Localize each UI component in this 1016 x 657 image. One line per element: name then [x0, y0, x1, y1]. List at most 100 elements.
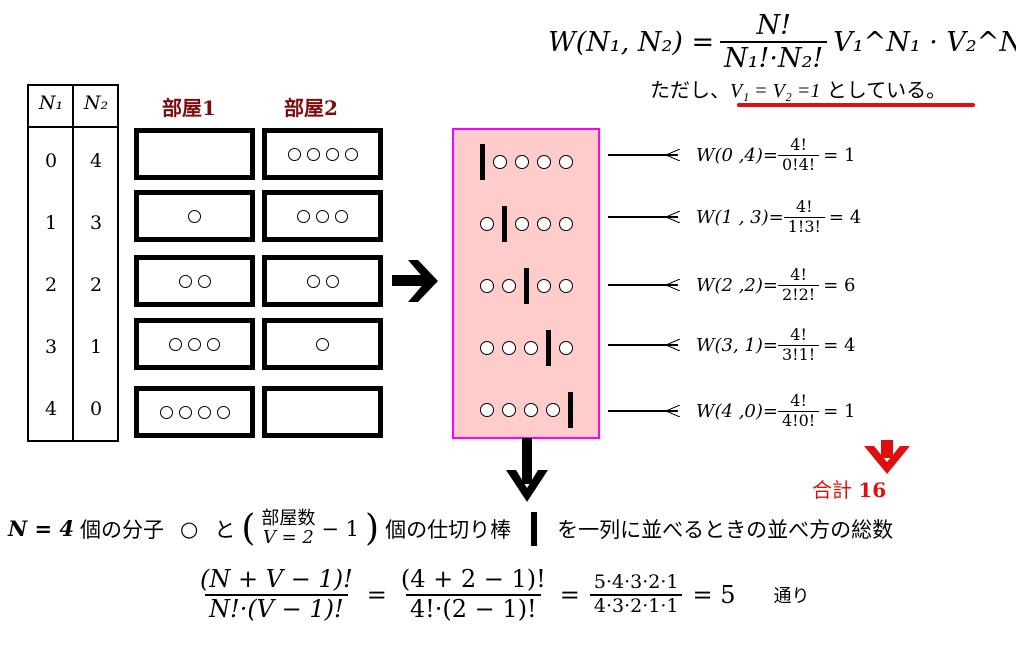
- molecule-icon: [479, 279, 494, 293]
- red-underline: [737, 103, 975, 107]
- cell-n1: 1: [44, 212, 58, 234]
- room1-box: [134, 318, 255, 370]
- molecule-icon: [159, 405, 173, 419]
- result-lhs: W(4 ,0)=: [696, 400, 778, 422]
- result-lhs: W(0 ,4)=: [696, 144, 778, 166]
- sequence-row: [454, 390, 598, 430]
- result-fraction: 4!3!1!: [777, 325, 820, 364]
- molecule-icon: [306, 274, 320, 288]
- cell-n1: 4: [44, 398, 58, 420]
- result-numerator: 4!: [790, 265, 807, 285]
- room1-box: [134, 255, 255, 307]
- molecule-icon: [514, 155, 529, 169]
- molecule-icon: [536, 217, 551, 231]
- sequence-row: [454, 142, 598, 182]
- result-denominator: 2!2!: [777, 284, 820, 304]
- partition-bar-icon: [501, 206, 507, 242]
- molecule-icon: [523, 341, 538, 355]
- result-denominator: 4!0!: [777, 410, 820, 430]
- general-denominator: N!·(V − 1)!: [205, 593, 348, 624]
- molecule-icon: [216, 405, 230, 419]
- molecule-icon: [306, 147, 320, 161]
- equals-sign: =: [559, 580, 580, 609]
- combination-formula: (N + V − 1)! N!·(V − 1)! = (4 + 2 − 1)! …: [196, 565, 809, 624]
- formula-factor: V₁^N₁ · V₂^N₂: [833, 26, 1016, 58]
- molecule-icon: [316, 337, 329, 351]
- molecule-icon: [536, 155, 551, 169]
- room1-box: [134, 128, 255, 180]
- rooms-count: 部屋数 V = 2: [261, 509, 315, 548]
- expanded-numerator: 5·4·3·2·1: [593, 570, 679, 593]
- result-row: W(4 ,0)= 4!4!0!= 1: [608, 388, 855, 434]
- molecule-icon: [178, 274, 192, 288]
- molecule-icon: [545, 403, 560, 417]
- room2-label: 部屋2: [284, 96, 338, 120]
- molecule-icon: [558, 217, 573, 231]
- total-sum: 合計 16: [812, 474, 886, 503]
- red-down-arrow-icon: [864, 440, 910, 474]
- arrow-icon: [608, 211, 680, 223]
- sequence-row: [454, 204, 598, 244]
- molecule-icon: [514, 217, 529, 231]
- formula-fraction: N! N₁!·N₂!: [720, 10, 828, 74]
- result-denominator: 0!4!: [777, 154, 820, 174]
- molecule-icon: [197, 405, 211, 419]
- result-denominator: 1!3!: [783, 216, 825, 236]
- molecule-icon: [479, 403, 494, 417]
- cell-n2: 1: [89, 336, 103, 358]
- room2-box: [262, 318, 383, 370]
- room2-box: [262, 190, 383, 242]
- rooms-v: V = 2: [262, 526, 314, 548]
- header-n2: N₂: [83, 92, 109, 114]
- arrow-icon: [608, 339, 680, 351]
- occupancy-table: N₁ N₂ 0 4 1 3 2 2 3 1 4 0: [27, 84, 119, 442]
- result-fraction: 4!0!4!: [777, 135, 820, 174]
- cell-n2: 0: [89, 398, 103, 420]
- result-numerator: 4!: [790, 391, 807, 411]
- result-value: = 1: [823, 400, 856, 422]
- molecule-icon: ○: [180, 516, 199, 541]
- room2-box: [262, 386, 383, 438]
- result-lhs: W(3, 1)=: [696, 334, 778, 356]
- partition-bar-icon: [545, 330, 551, 366]
- molecule-icon: [479, 217, 494, 231]
- n-equals: N = 4: [8, 516, 75, 542]
- arrow-icon: [608, 405, 680, 417]
- left-paren: (: [241, 507, 256, 549]
- molecule-icon: [178, 405, 192, 419]
- general-numerator: (N + V − 1)!: [200, 565, 353, 593]
- partition-bar-icon: [567, 392, 573, 428]
- formula-numerator: N!: [756, 10, 791, 41]
- molecule-icon: [536, 279, 551, 293]
- result-denominator: 3!1!: [777, 344, 820, 364]
- partition-bar-icon: [531, 511, 538, 546]
- formula-denominator: N₁!·N₂!: [720, 41, 828, 74]
- room1-box: [134, 190, 255, 242]
- molecule-icon: [325, 147, 339, 161]
- equals-sign: =: [366, 580, 387, 609]
- molecule-icon: [297, 209, 310, 223]
- cell-n2: 4: [89, 150, 103, 172]
- molecule-icon: [287, 147, 301, 161]
- condition-note: ただし、V₁ = V₂ =1 としている。: [650, 74, 946, 103]
- cell-n1: 2: [44, 274, 58, 296]
- result-value: = 6: [823, 274, 856, 296]
- partition-bar-icon: [479, 144, 485, 180]
- right-arrow-icon: [392, 260, 438, 302]
- result-numerator: 4!: [790, 325, 807, 345]
- molecule-icon: [197, 274, 211, 288]
- molecule-icon: [501, 341, 516, 355]
- result-value: = 1: [823, 144, 856, 166]
- arrow-icon: [608, 149, 680, 161]
- result-row: W(0 ,4)=4!0!4!= 1: [608, 132, 855, 178]
- molecules-text: 個の分子: [80, 517, 165, 542]
- general-fraction: (N + V − 1)! N!·(V − 1)!: [196, 565, 357, 624]
- result-lhs: W(1 , 3)=: [696, 206, 784, 228]
- and-text: と: [214, 517, 236, 542]
- molecule-icon: [344, 147, 358, 161]
- total-value: 16: [858, 478, 887, 502]
- room2-box: [262, 255, 383, 307]
- molecule-icon: [335, 209, 348, 223]
- room2-box: [262, 128, 383, 180]
- result-row: W(1 , 3)=4!1!3!= 4: [608, 194, 861, 240]
